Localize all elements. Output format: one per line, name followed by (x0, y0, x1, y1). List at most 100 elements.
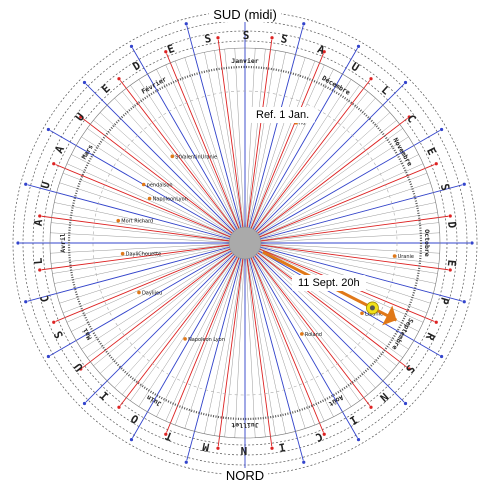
month-label: Mars (80, 143, 95, 161)
hour-letter: C (314, 430, 325, 445)
grid-line (224, 49, 246, 244)
red-hour-line (41, 215, 246, 244)
grid-line (244, 242, 391, 374)
grid-line (81, 136, 246, 244)
hour-letter: P (437, 296, 451, 306)
grid-line (66, 242, 246, 323)
red-hour-tick (448, 214, 452, 218)
red-hour-line (55, 242, 246, 322)
grid-line (244, 242, 352, 407)
hour-letter: S (280, 32, 289, 46)
red-hour-tick (164, 50, 168, 54)
hour-letter: M (201, 440, 210, 454)
blue-hour-tick (302, 460, 306, 464)
blue-hour-tick (46, 354, 51, 359)
month-label: Août (327, 393, 345, 408)
grid-line (165, 242, 246, 422)
date-time-callout: 11 Sept. 20h (292, 275, 366, 291)
red-hour-line (244, 242, 449, 271)
arrow-head (382, 305, 397, 326)
hour-letter: R (423, 331, 438, 343)
hour-letter: S (51, 329, 66, 341)
grid-line (244, 242, 431, 304)
hour-letter: S (243, 29, 250, 42)
grid-line (174, 60, 246, 244)
grid-line (244, 242, 316, 426)
hour-letter: E (99, 82, 113, 96)
hour-letter: U (39, 180, 53, 190)
grid-line (71, 154, 246, 244)
grid-line (156, 69, 246, 244)
red-hour-line (166, 242, 246, 433)
hour-letter: E (445, 259, 459, 267)
orientation-north: NORD (0, 468, 490, 483)
blue-hour-tick (82, 401, 87, 406)
grid-line (81, 242, 246, 350)
red-hour-tick (270, 446, 274, 450)
hour-letter: S (438, 182, 452, 192)
grid-line (184, 57, 246, 244)
star-dot (392, 254, 397, 258)
hour-letter: E (424, 146, 439, 158)
blue-hour-tick (470, 241, 474, 245)
grid-line (244, 120, 397, 244)
month-label: Avril (59, 233, 67, 253)
red-hour-tick (216, 36, 220, 40)
center-hub (228, 226, 262, 260)
hour-letter: N (377, 390, 391, 404)
red-hour-line (119, 242, 246, 406)
blue-hour-line (244, 242, 304, 461)
blue-hour-line (27, 184, 246, 244)
grid-line (244, 242, 286, 434)
hour-letter: U (73, 110, 88, 123)
grid-line (244, 242, 368, 395)
grid-line (214, 242, 246, 436)
grid-line (244, 97, 376, 244)
red-hour-tick (52, 162, 56, 166)
grid-line (122, 242, 246, 395)
grid-line (244, 242, 334, 417)
grid-line (50, 232, 246, 244)
grid-line (244, 222, 439, 244)
blue-hour-tick (82, 80, 87, 85)
grid-line (99, 112, 246, 244)
star-dot (300, 332, 304, 336)
grid-line (59, 242, 246, 304)
blue-hour-line (244, 130, 441, 244)
reference-callout: Ref. 1 Jan. (250, 107, 316, 123)
blue-hour-tick (356, 437, 361, 442)
blue-hour-tick (24, 182, 28, 186)
grid-line (62, 172, 246, 244)
red-hour-line (82, 117, 246, 244)
grid-line (174, 242, 246, 426)
red-hour-tick (38, 268, 42, 272)
ring-outer (49, 47, 441, 439)
grid-line (244, 91, 368, 244)
sun-core (369, 305, 375, 311)
red-hour-line (244, 242, 273, 447)
red-hour-tick (369, 77, 373, 81)
star-label: Napoleon Lyon (188, 337, 225, 343)
hour-letter: L (31, 257, 45, 265)
grid-line (214, 50, 246, 244)
blue-hour-tick (129, 437, 134, 442)
grid-line (244, 242, 439, 264)
star-label: StValentinUranie (175, 154, 217, 160)
grid-line (244, 85, 360, 244)
grid-line (244, 57, 306, 244)
red-hour-tick (216, 446, 220, 450)
grid-line (71, 242, 246, 332)
blue-hour-tick (184, 460, 188, 464)
hour-letter: A (32, 218, 46, 226)
red-hour-line (244, 53, 324, 244)
blue-hour-line (244, 242, 405, 403)
hour-letter: C (404, 112, 418, 125)
grid-line (244, 242, 266, 437)
grid-line (244, 242, 409, 350)
blue-hour-line (85, 242, 246, 403)
ring-dashed-inner (92, 90, 398, 396)
star-dot (141, 182, 146, 187)
blue-hour-line (132, 242, 246, 439)
hour-letter: D (445, 221, 459, 229)
star-label: DayliChouette (126, 252, 162, 258)
